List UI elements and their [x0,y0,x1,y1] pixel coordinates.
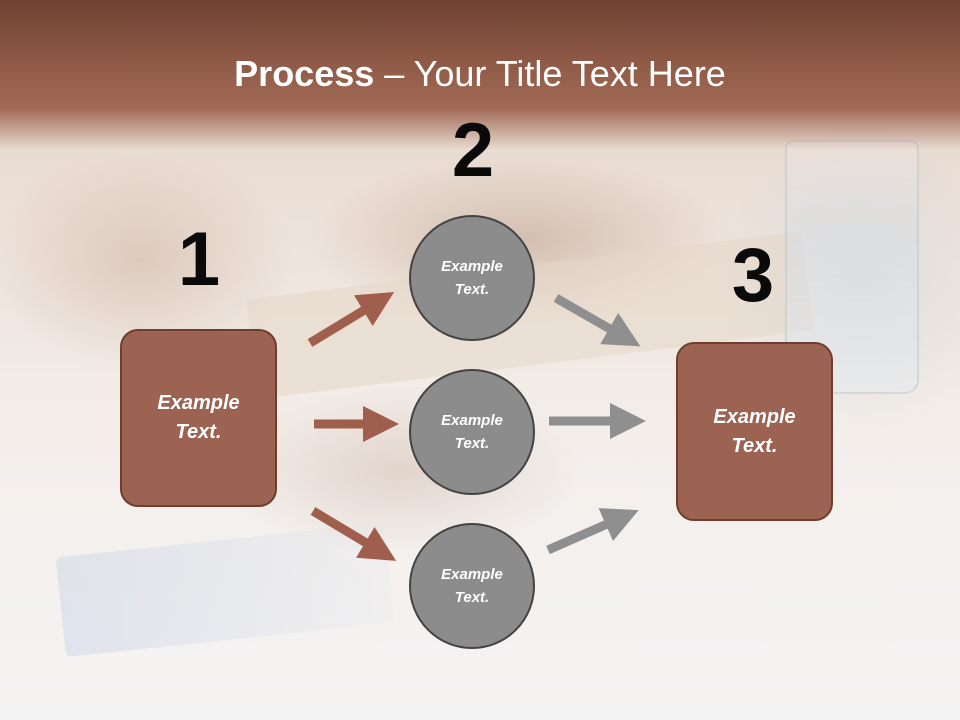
step-2-number: 2 [451,108,495,193]
step-1-number: 1 [177,217,221,302]
slide-title-bold: Process [234,53,375,94]
step-2-circle-bottom-text: Example Text. [441,566,503,606]
slide-title-rest: – Your Title Text Here [374,53,726,94]
arrow-1-to-2-bottom [310,507,397,561]
step-3-number: 3 [731,233,775,318]
step-2-circle-top-text: Example Text. [441,258,503,298]
title-banner [0,0,960,150]
step-2-circle-top[interactable]: Example Text. [409,215,535,341]
arrow-2-bottom-to-3 [546,508,639,555]
slide-title[interactable]: Process – Your Title Text Here [0,52,960,96]
arrow-2-top-to-3 [553,294,641,347]
step-3-box[interactable]: Example Text. [676,342,833,521]
step-1-box[interactable]: Example Text. [120,329,277,507]
step-2-circle-bottom[interactable]: Example Text. [409,523,535,649]
step-1-box-text: Example Text. [157,392,240,443]
step-2-circle-middle-text: Example Text. [441,412,503,452]
step-2-circle-middle[interactable]: Example Text. [409,369,535,495]
step-3-box-text: Example Text. [713,405,796,457]
arrow-1-to-2-top [307,291,395,347]
